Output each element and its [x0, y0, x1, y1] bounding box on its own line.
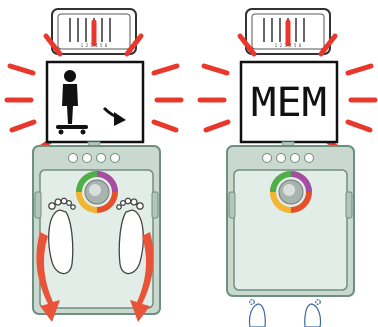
left-scale — [32, 145, 161, 315]
right-scale — [226, 145, 355, 297]
step-off-arrows — [36, 232, 154, 322]
left-lcd-display — [45, 60, 145, 144]
left-scale-buttons — [68, 153, 120, 163]
curved-arrow-down-icon — [102, 106, 126, 126]
feet-below-icon — [248, 299, 322, 327]
right-panel: 1 2 3 4 5 6 MEM — [197, 8, 378, 327]
left-panel: 1 2 3 4 5 6 — [4, 8, 184, 322]
right-scale-buttons — [262, 153, 314, 163]
right-lcd-display: MEM — [239, 60, 339, 144]
skater-icon — [56, 70, 88, 135]
right-flash-rays — [197, 19, 378, 151]
right-scale-dial — [270, 171, 312, 213]
left-scale-dial — [76, 171, 118, 213]
feet-icon — [48, 197, 144, 275]
mem-display-text: MEM — [251, 80, 327, 126]
